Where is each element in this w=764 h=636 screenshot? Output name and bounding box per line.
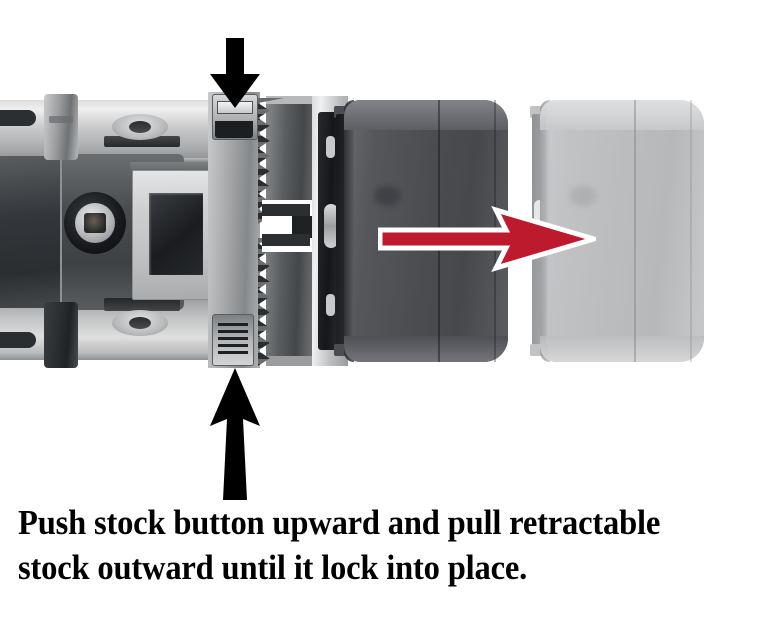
receiver-lug-top [0, 110, 36, 126]
press-direction-arrow [204, 38, 266, 110]
qd-bar-bottom [104, 298, 180, 311]
access-port [149, 193, 203, 275]
push-up-arrow [200, 368, 270, 500]
receiver-dark-block-left [0, 156, 70, 308]
hex-screw-boss [64, 192, 126, 254]
buffer-tube-shaft-top [266, 96, 312, 104]
receiver-lug-bottom [0, 332, 36, 348]
stock-release-button-bottom[interactable] [212, 314, 254, 366]
end-plate-notch-bottom [326, 294, 335, 316]
end-plate-qd-port [324, 204, 338, 248]
sling-ring-top [44, 94, 78, 160]
end-plate-notch-top [326, 136, 335, 158]
caption-line-2: stock outward until it lock into place. [18, 548, 528, 587]
instruction-caption: Push stock button upward and pull retrac… [18, 500, 706, 590]
pull-outward-arrow [377, 205, 603, 273]
receiver-access-plate [132, 170, 220, 300]
buffer-tube-shaft-bottom [266, 356, 312, 366]
caption-line-1: Push stock button upward and pull retrac… [18, 503, 661, 542]
qd-sling-socket-top [112, 114, 168, 140]
qd-sling-socket-bottom [112, 310, 168, 336]
qd-bar-top [104, 136, 180, 147]
product-photo [0, 88, 764, 378]
plate-shadow [130, 162, 222, 172]
sling-ring-bottom [44, 302, 78, 368]
